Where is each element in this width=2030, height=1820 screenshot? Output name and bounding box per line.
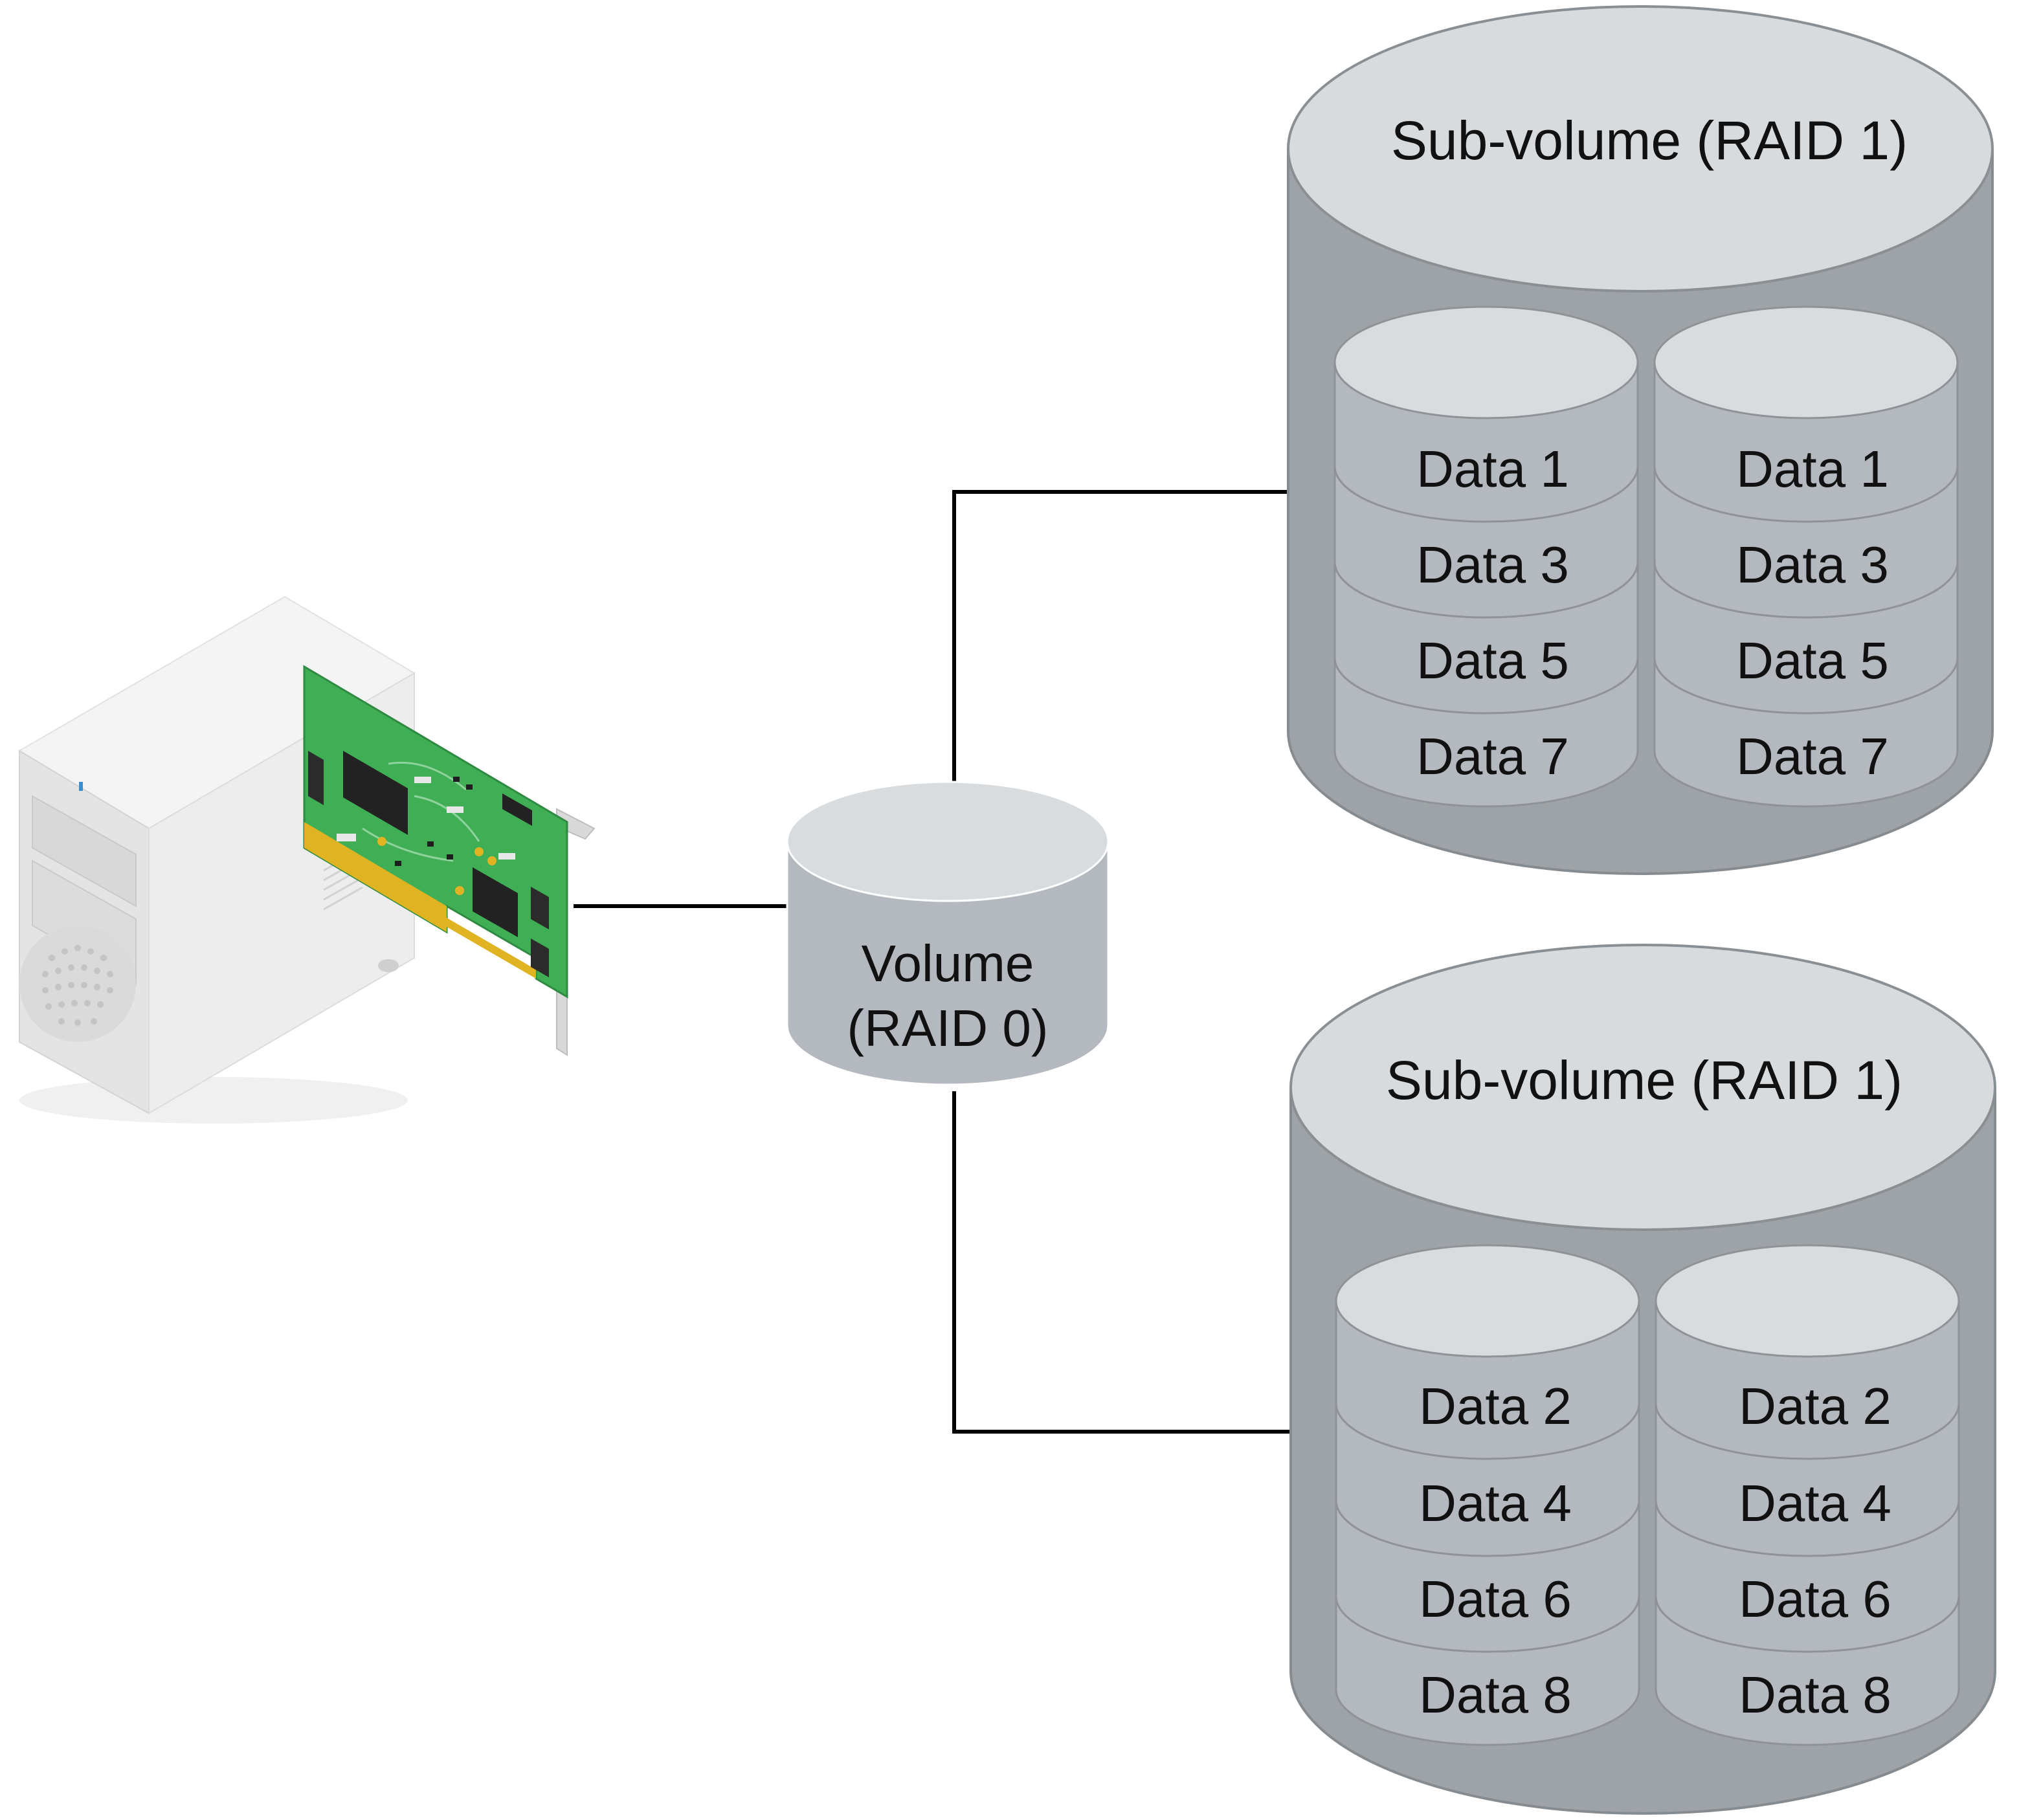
subvolume-2-disk-a-segment-1: Data 2	[1419, 1377, 1572, 1435]
volume-raid0-cylinder: Volume (RAID 0)	[786, 781, 1110, 1086]
subvolume-1-disk-a-segment-2: Data 3	[1416, 536, 1569, 594]
subvolume-2-disk-b-segment-2: Data 4	[1739, 1474, 1891, 1532]
connector-lines	[574, 490, 1295, 1434]
subvolume-1-disk-b-segment-3: Data 5	[1736, 632, 1889, 689]
raid-controller-card-icon	[303, 665, 596, 1056]
subvolume-1-disk-a: Data 1 Data 3 Data 5 Data 7	[1333, 305, 1639, 808]
subvolume-1-disk-b-segment-1: Data 1	[1736, 440, 1889, 498]
subvolume-1-disk-b-segment-4: Data 7	[1736, 727, 1889, 785]
subvolume-2-disk-a-segment-4: Data 8	[1419, 1666, 1572, 1724]
subvolume-2-disk-a-segment-3: Data 6	[1419, 1570, 1572, 1628]
volume-label-line2: (RAID 0)	[847, 999, 1048, 1057]
subvolume-2-disk-a: Data 2 Data 4 Data 6 Data 8	[1335, 1244, 1640, 1746]
subvolume-1-disk-a-segment-1: Data 1	[1416, 440, 1569, 498]
connector-volume-to-subvolume-2	[952, 1091, 1295, 1434]
subvolume-1-disk-b-segment-2: Data 3	[1736, 536, 1889, 594]
subvolume-2: Sub-volume (RAID 1) Data 2 Data 4 Data 6…	[1289, 944, 1996, 1815]
subvolume-1-disk-b: Data 1 Data 3 Data 5 Data 7	[1653, 305, 1959, 808]
subvolume-2-disk-b-segment-4: Data 8	[1739, 1666, 1891, 1724]
subvolume-2-disk-b-segment-1: Data 2	[1739, 1377, 1891, 1435]
subvolume-2-title: Sub-volume (RAID 1)	[1386, 1050, 1902, 1111]
subvolume-2-disk-b-segment-3: Data 6	[1739, 1570, 1891, 1628]
volume-label-line1: Volume	[862, 935, 1034, 992]
subvolume-1-disk-a-segment-4: Data 7	[1416, 727, 1569, 785]
subvolume-1-disk-a-segment-3: Data 5	[1416, 632, 1569, 689]
subvolume-2-disk-b: Data 2 Data 4 Data 6 Data 8	[1655, 1244, 1960, 1746]
connector-volume-to-subvolume-1	[952, 490, 1295, 791]
subvolume-1: Sub-volume (RAID 1) Data 1 Data 3 Data 5…	[1287, 5, 1994, 875]
subvolume-1-title: Sub-volume (RAID 1)	[1391, 110, 1908, 171]
subvolume-2-disk-a-segment-2: Data 4	[1419, 1474, 1572, 1532]
